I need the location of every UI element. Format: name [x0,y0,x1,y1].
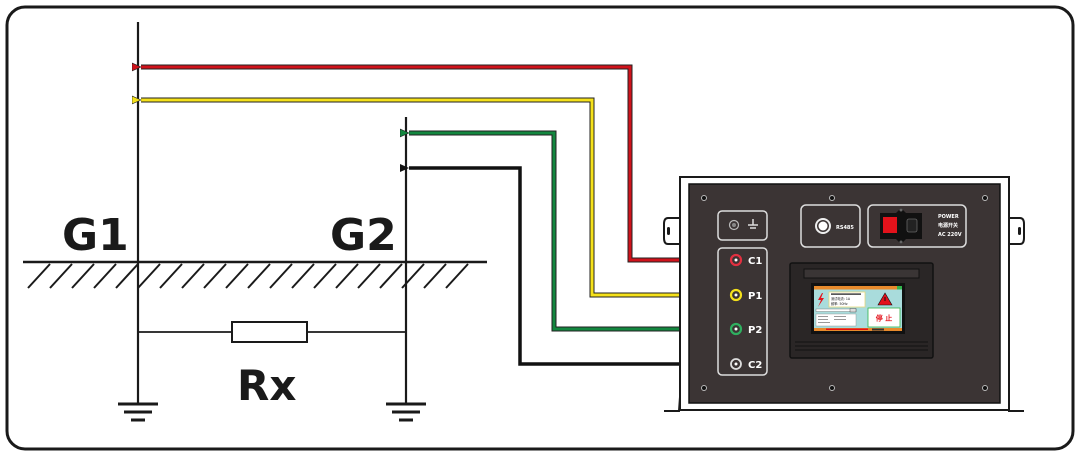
ground-hatch-line [335,263,359,289]
ground-hatch-line [313,263,337,289]
rs485-port-panel: RS485 [800,204,861,248]
stop-button-label: 停 止 [876,314,892,323]
ground-hatch-line [27,263,51,289]
power-switch-label: 电源开关 [938,222,958,229]
stop-button[interactable] [867,307,901,328]
ground-hatch-line [269,263,293,289]
ground-hatch-line [225,263,249,289]
terminal-c1-label: C1 [748,256,762,267]
ground-hatch-line [93,263,117,289]
ground-hatch-line [71,263,95,289]
power-socket-icon [906,218,918,233]
ground-hatch-line [115,263,139,289]
ground-hatch-line [357,263,381,289]
screen-current: 测试电流: 1A [831,296,851,301]
terminal-p2-label: P2 [748,325,762,336]
ground-hatch-line [203,263,227,289]
screen-frequency: 频率: 50Hz [831,301,848,306]
earth-symbol-g1 [118,402,158,422]
ground-hatch-line [181,263,205,289]
terminal-c1[interactable]: C1 [729,253,762,267]
ground-post-icon [728,219,740,231]
power-label: POWER [938,214,959,220]
electrode-g2-label: G2 [330,210,397,261]
terminal-p1[interactable]: P1 [729,288,762,302]
wire-c2 [400,164,736,366]
ground-hatch-line [445,263,469,289]
terminal-c2-label: C2 [748,360,762,371]
ground-hatch-line [247,263,271,289]
ground-hatch-line [159,263,183,289]
resistor-label: Rx [237,361,296,410]
wire-p2 [409,133,736,332]
power-voltage-label: AC 220V [938,232,962,238]
rs485-label: RS485 [836,225,854,231]
electrode-g1-label: G1 [62,210,129,261]
power-panel: POWER 电源开关 AC 220V [867,204,967,248]
terminal-c2[interactable]: C2 [730,358,762,371]
ground-hatch-line [49,263,73,289]
ground-hatch-line [291,263,315,289]
ground-hatch-line [137,263,161,289]
resistor-rx [138,321,406,343]
earth-icon [748,219,758,229]
earth-symbol-g2 [386,402,426,422]
terminal-panel [717,247,768,376]
high-voltage-icon [818,293,824,307]
ground-hatch-line [423,263,447,289]
ground-hatch-line [379,263,403,289]
ground-terminal-panel [717,210,768,241]
power-switch[interactable] [883,217,897,233]
wire-p1 [141,100,736,298]
touchscreen[interactable]: 测试电流: 1A 频率: 50Hz 停 止 [811,283,905,334]
terminal-p2[interactable]: P2 [729,322,762,336]
terminal-p1-label: P1 [748,291,762,302]
